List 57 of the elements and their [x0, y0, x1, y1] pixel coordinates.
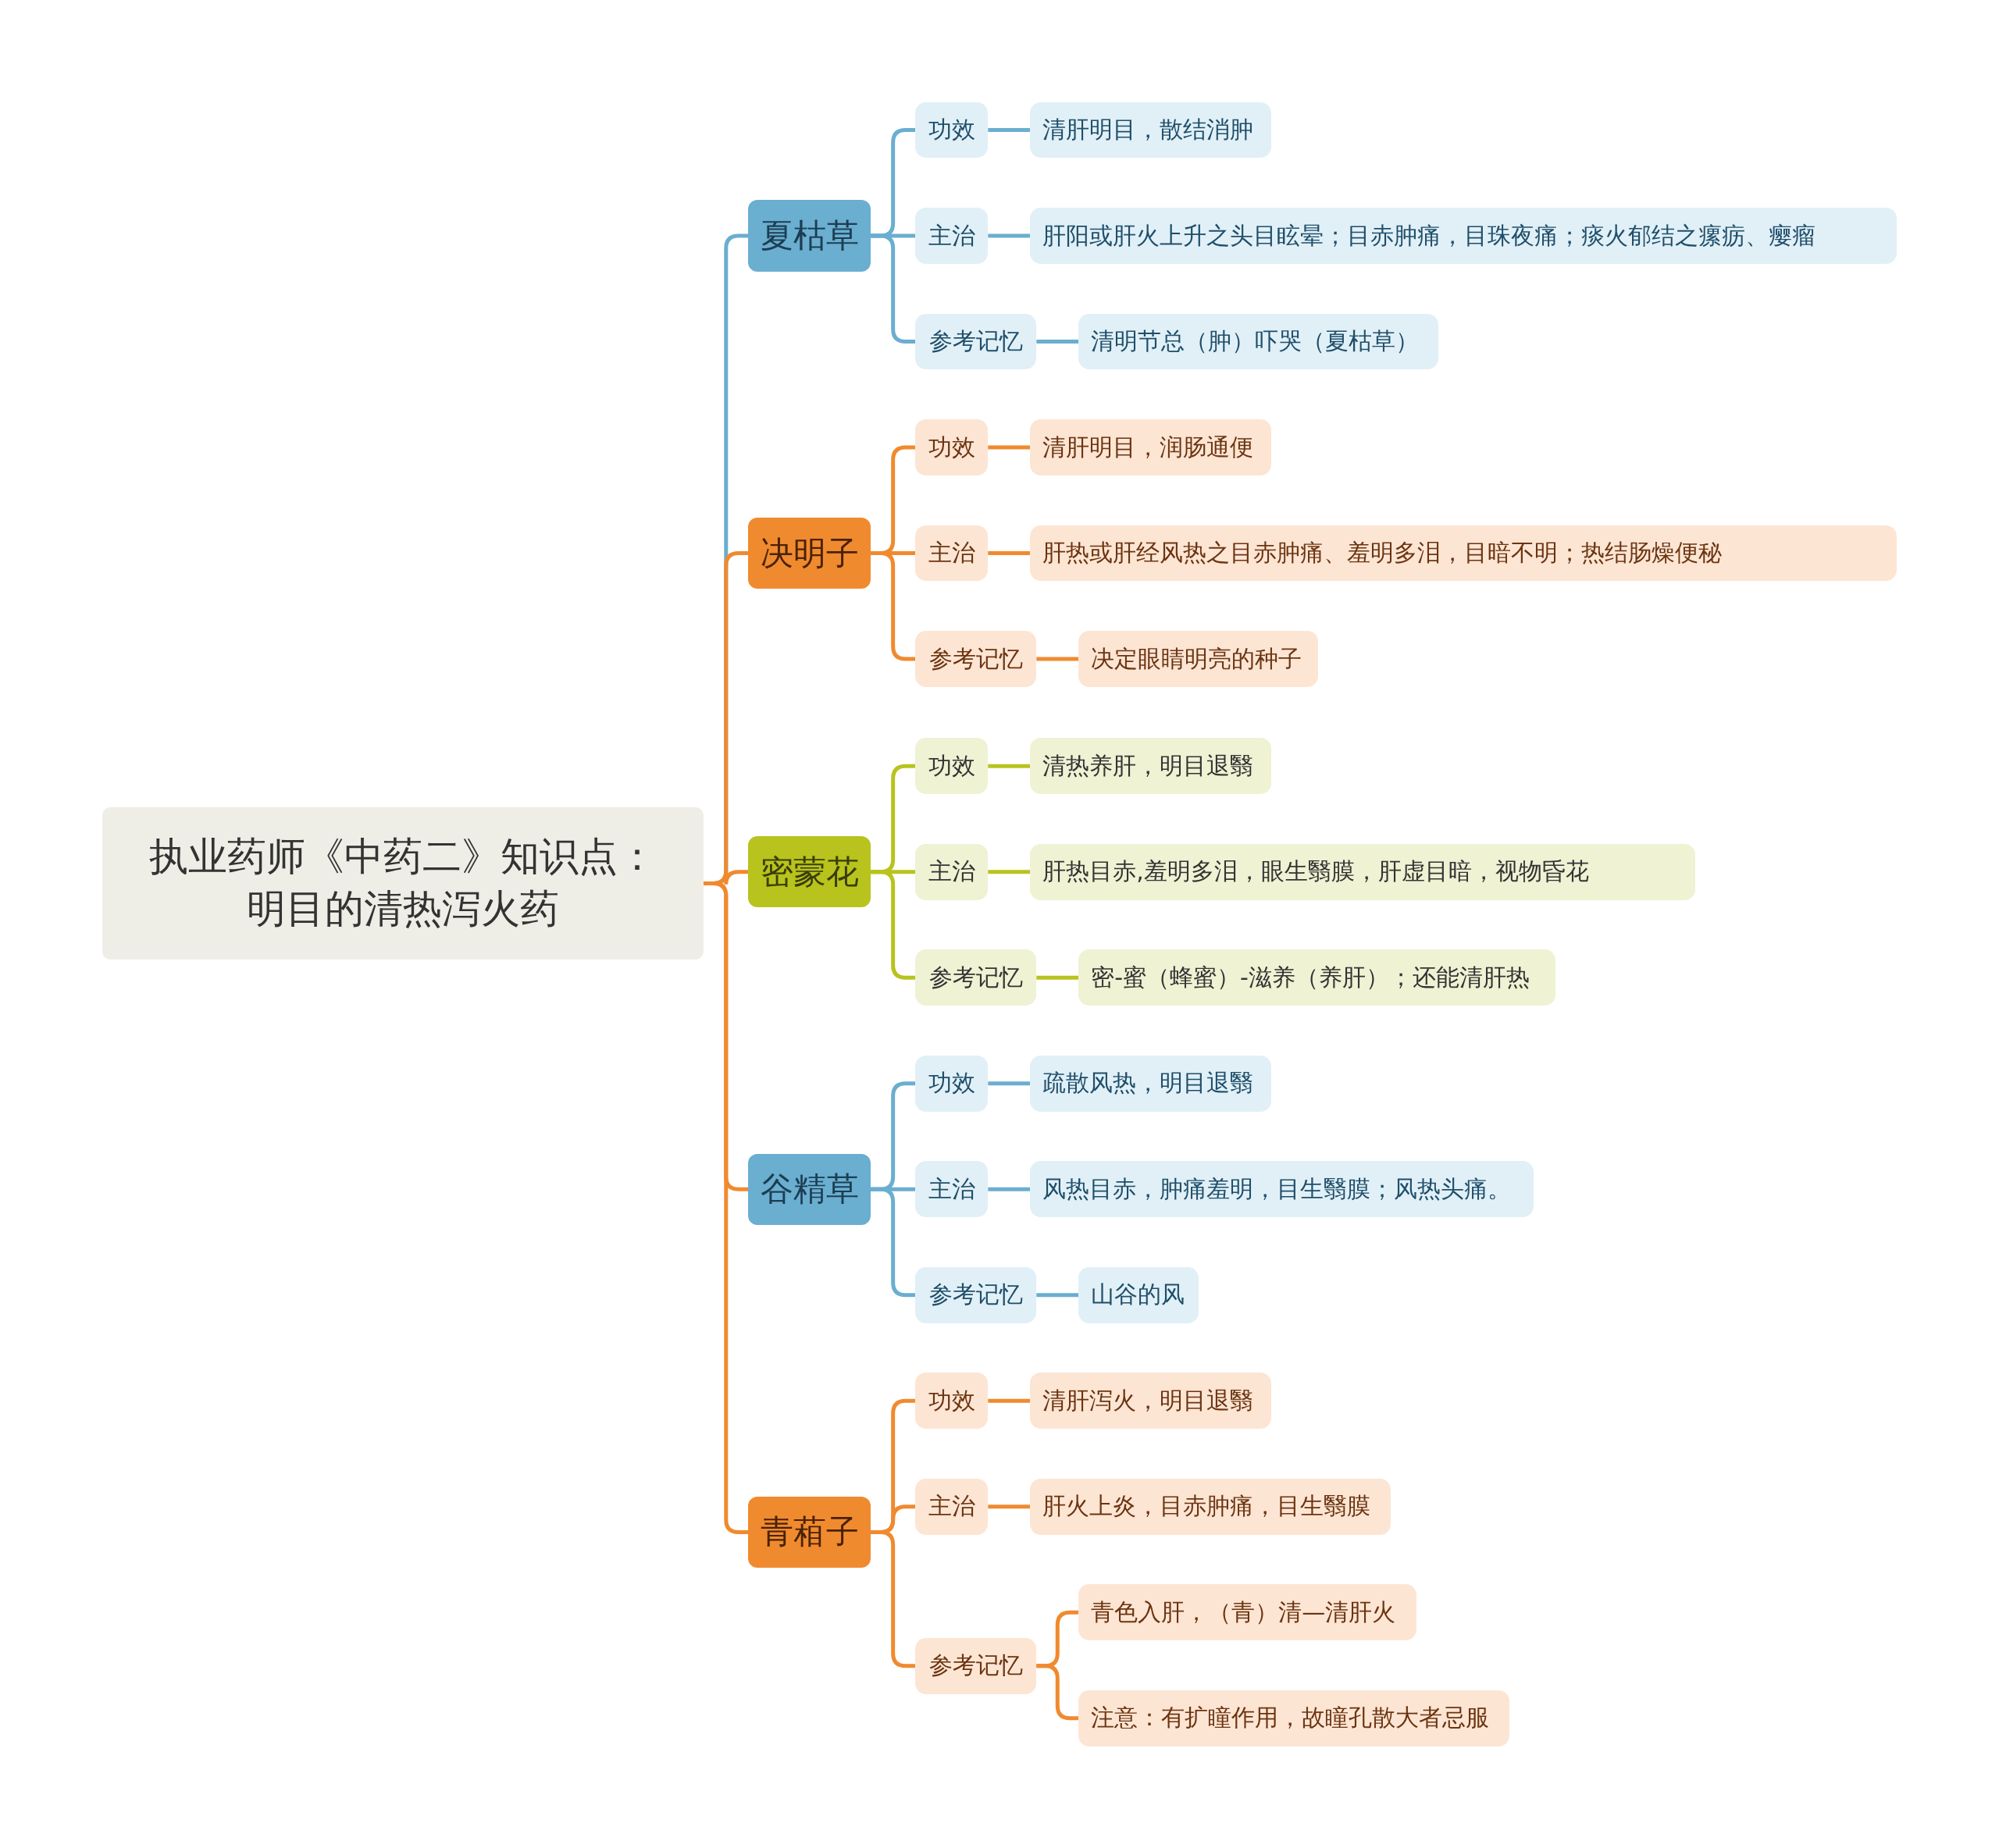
content-box: 密-蜜（蜂蜜）-滋养（养肝）；还能清肝热: [1078, 949, 1555, 1006]
category-box: 主治: [915, 1478, 989, 1535]
content-box: 肝热目赤,羞明多泪，眼生翳膜，肝虚目暗，视物昏花: [1030, 843, 1696, 900]
content-box: 清肝泻火，明目退翳: [1030, 1373, 1271, 1430]
content-box: 肝火上炎，目赤肿痛，目生翳膜: [1030, 1478, 1391, 1535]
connector-line: [1036, 340, 1079, 344]
connector-line: [988, 233, 1031, 238]
category-box: 主治: [915, 843, 989, 900]
connector-line: [988, 445, 1031, 450]
connector-line: [871, 551, 916, 661]
content-box: 山谷的风: [1078, 1266, 1199, 1323]
category-box: 参考记忆: [915, 631, 1037, 687]
connector-line: [988, 551, 1031, 556]
content-box: 青色入肝，（青）清—清肝火: [1078, 1584, 1416, 1641]
connector-line: [988, 1398, 1031, 1403]
category-box: 主治: [915, 525, 989, 582]
category-box: 功效: [915, 1373, 989, 1430]
category-box: 参考记忆: [915, 949, 1037, 1006]
content-box: 清肝明目，润肠通便: [1030, 419, 1271, 475]
connector-line: [988, 870, 1031, 874]
category-box: 参考记忆: [915, 1266, 1037, 1323]
connector-line: [871, 1529, 916, 1668]
branch-topic-box: 决明子: [748, 517, 871, 589]
category-box: 功效: [915, 101, 989, 158]
content-box: 风热目赤，肿痛羞明，目生翳膜；风热头痛。: [1030, 1161, 1534, 1218]
category-box: 功效: [915, 1055, 989, 1112]
content-box: 疏散风热，明目退翳: [1030, 1055, 1271, 1112]
connector-line: [1036, 1664, 1079, 1721]
connector-line: [1036, 1293, 1079, 1298]
branch-topic-box: 青葙子: [748, 1496, 871, 1568]
content-box: 清明节总（肿）吓哭（夏枯草）: [1078, 313, 1438, 370]
content-box: 清肝明目，散结消肿: [1030, 101, 1271, 158]
category-box: 功效: [915, 738, 989, 795]
content-box: 注意：有扩瞳作用，故瞳孔散大者忌服: [1078, 1690, 1510, 1747]
connector-line: [871, 870, 916, 980]
category-box: 主治: [915, 1161, 989, 1218]
connector-line: [1036, 975, 1079, 980]
connector-line: [871, 233, 916, 344]
content-box: 清热养肝，明目退翳: [1030, 738, 1271, 795]
category-box: 参考记忆: [915, 1637, 1037, 1694]
content-box: 肝热或肝经风热之目赤肿痛、羞明多泪，目暗不明；热结肠燥便秘: [1030, 525, 1897, 582]
central-topic-box: 执业药师《中药二》知识点：明目的清热泻火药: [102, 807, 704, 960]
connector-line: [988, 1081, 1031, 1086]
category-box: 功效: [915, 419, 989, 475]
content-box: 肝阳或肝火上升之头目眩晕；目赤肿痛，目珠夜痛；痰火郁结之瘰疬、瘿瘤: [1030, 208, 1897, 264]
branch-topic-box: 密蒙花: [748, 836, 871, 908]
branch-topic-box: 谷精草: [748, 1153, 871, 1225]
connector-line: [988, 1187, 1031, 1191]
connector-line: [1036, 657, 1079, 661]
connector-line: [988, 764, 1031, 768]
connector-line: [988, 1504, 1031, 1509]
content-box: 决定眼睛明亮的种子: [1078, 631, 1319, 687]
connector-line: [871, 1187, 916, 1298]
category-box: 主治: [915, 208, 989, 264]
branch-topic-box: 夏枯草: [748, 200, 871, 272]
category-box: 参考记忆: [915, 313, 1037, 370]
connector-line: [988, 128, 1031, 132]
